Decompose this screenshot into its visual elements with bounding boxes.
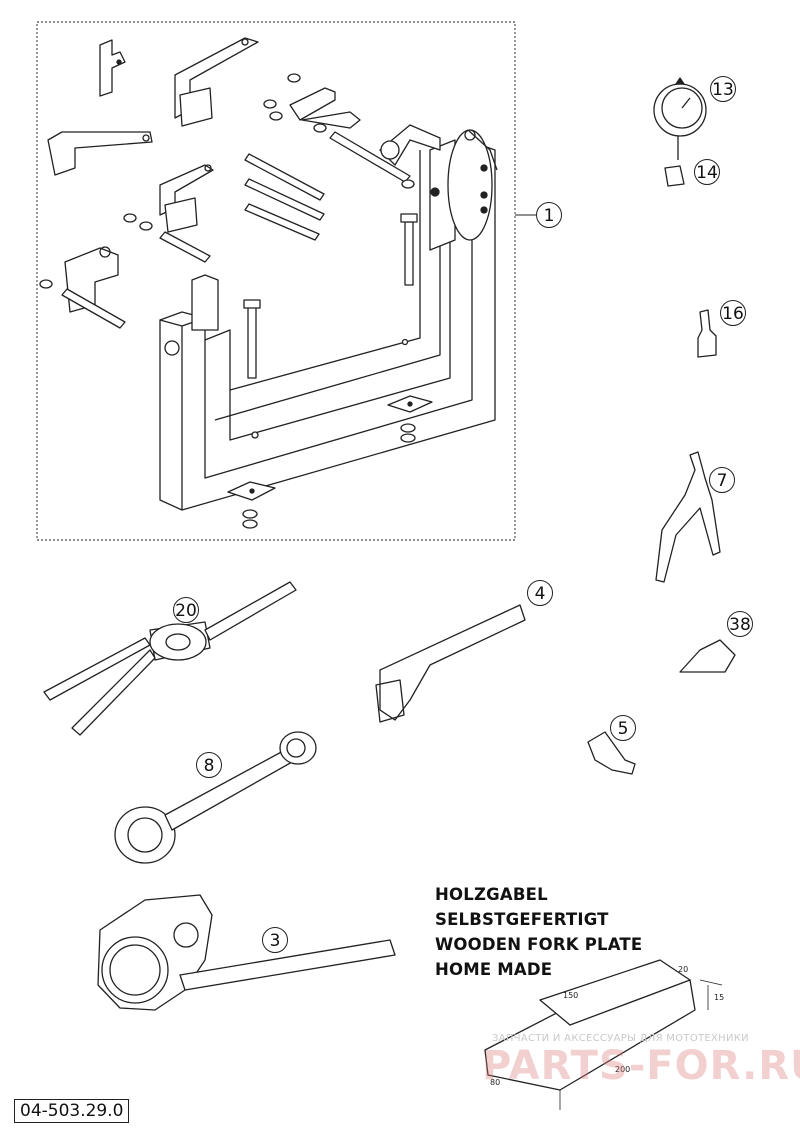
wooden-fork-note: HOLZGABEL SELBSTGEFERTIGT WOODEN FORK PL… <box>435 882 642 982</box>
dim-150: 150 <box>563 991 578 1000</box>
puller-bolt-drawing <box>587 731 636 775</box>
wooden-fork-plate-drawing: 150 20 15 200 80 <box>484 959 724 1110</box>
engine-stand-drawing <box>159 124 498 529</box>
sprocket-holder-drawing <box>97 894 396 1011</box>
dim-200: 200 <box>615 1065 630 1074</box>
diagram-code: 04-503.29.0 <box>14 1099 130 1123</box>
callout-13: 13 <box>710 76 736 102</box>
callout-8: 8 <box>196 752 222 778</box>
item-1-frame <box>36 21 516 541</box>
dial-gauge-drawing <box>653 77 707 187</box>
clutch-holder-drawing <box>43 581 297 736</box>
callout-7: 7 <box>709 467 735 493</box>
note-line-1: HOLZGABEL <box>435 885 548 904</box>
note-line-2: SELBSTGEFERTIGT <box>435 910 609 929</box>
callout-20: 20 <box>173 597 199 623</box>
callout-16: 16 <box>720 300 746 326</box>
callout-38: 38 <box>727 611 753 637</box>
locking-compound-drawing <box>697 309 717 358</box>
circlip-pliers-drawing <box>655 451 721 583</box>
callout-14: 14 <box>694 159 720 185</box>
small-tool-drawing <box>679 639 736 673</box>
holding-spanner-drawing <box>114 731 317 864</box>
dim-20: 20 <box>678 965 688 974</box>
dim-15: 15 <box>714 993 724 1002</box>
watermark-tagline: ЗАПЧАСТИ И АКСЕССУАРЫ ДЛЯ МОТОТЕХНИКИ <box>492 1033 749 1044</box>
note-line-4: HOME MADE <box>435 960 553 979</box>
watermark-logo: PARTS-FOR.RU <box>482 1043 800 1089</box>
dim-80: 80 <box>490 1078 500 1087</box>
callout-1: 1 <box>536 202 562 228</box>
note-line-3: WOODEN FORK PLATE <box>435 935 643 954</box>
callout-4: 4 <box>527 580 553 606</box>
pin-wrench-drawing <box>375 604 526 723</box>
callout-3: 3 <box>262 927 288 953</box>
engine-stand-hardware <box>39 37 415 329</box>
callout-5: 5 <box>610 715 636 741</box>
